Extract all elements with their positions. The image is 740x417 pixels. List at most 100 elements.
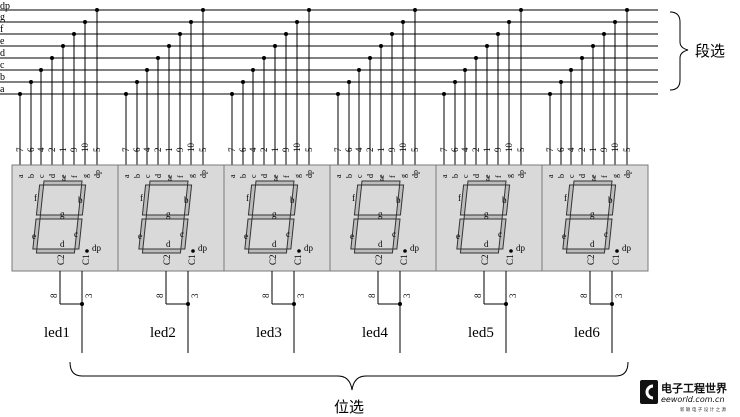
decimal-point (403, 249, 407, 253)
pin-letter-g: g (293, 174, 302, 178)
segment-label-dp: dp (92, 243, 102, 253)
pin-number-f: 9 (387, 147, 397, 152)
pin-letter-dp: dp (623, 170, 632, 178)
segment-label-d: d (166, 239, 171, 249)
segment-label-e: e (244, 231, 248, 241)
pin-letter-a: a (228, 174, 237, 178)
segment-label-g: g (166, 209, 171, 219)
common-label-c1: C1 (81, 254, 91, 265)
junction-dot (295, 20, 299, 24)
common-pin-number-8: 8 (49, 293, 59, 298)
segment-b (77, 184, 87, 216)
segment-g (251, 214, 291, 220)
bus-label-g: g (0, 12, 5, 23)
bus-labels: dp g f e d c b a (0, 1, 10, 95)
pin-letter-g: g (187, 174, 196, 178)
junction-dot (559, 80, 563, 84)
segment-f (353, 184, 363, 216)
junction-dot (201, 8, 205, 12)
bus-label-a: a (0, 84, 5, 95)
segment-label-g: g (484, 209, 489, 219)
logo-tagline: 新 颖 电 子 设 计 之 源 (680, 406, 727, 413)
segment-e (456, 218, 465, 250)
junction-dot (591, 44, 595, 48)
pin-letter-dp: dp (305, 170, 314, 178)
pin-number-b: 6 (132, 147, 142, 152)
pin-letter-c: c (143, 174, 152, 178)
pin-letter-b: b (557, 174, 566, 178)
junction-dot (625, 8, 629, 12)
bus-label-c: c (0, 60, 5, 71)
segment-label-f: f (564, 193, 567, 203)
segment-g (463, 214, 503, 220)
common-label-c1: C1 (293, 254, 303, 265)
decimal-point (509, 249, 513, 253)
junction-dot (189, 20, 193, 24)
common-label-c2: C2 (586, 254, 596, 265)
pin-number-a: 7 (15, 147, 25, 152)
segment-label-a: a (168, 173, 172, 183)
pin-letter-d: d (154, 174, 163, 178)
decimal-point (297, 249, 301, 253)
segment-d (565, 248, 606, 254)
common-label-c1: C1 (505, 254, 515, 265)
bus-label-d: d (0, 48, 5, 59)
pin-letter-e: e (165, 174, 174, 178)
segment-label-e: e (562, 231, 566, 241)
segment-label-b: b (608, 195, 613, 205)
pin-letter-e: e (589, 174, 598, 178)
junction-dot (398, 302, 402, 306)
pin-number-f: 9 (281, 147, 291, 152)
junction-dot (29, 80, 33, 84)
pin-number-b: 6 (450, 147, 460, 152)
junction-dot (167, 44, 171, 48)
junction-dot (347, 80, 351, 84)
pin-number-dp: 5 (410, 147, 420, 152)
pin-letter-dp: dp (93, 170, 102, 178)
segment-e (32, 218, 41, 250)
pin-number-f: 9 (69, 147, 79, 152)
junction-dot (610, 302, 614, 306)
junction-dot (80, 302, 84, 306)
segment-d (353, 248, 394, 254)
pin-number-f: 9 (599, 147, 609, 152)
common-pin-number-8: 8 (367, 293, 377, 298)
segment-label-b: b (290, 195, 295, 205)
pin-letter-a: a (440, 174, 449, 178)
segment-e (138, 218, 147, 250)
pin-number-g: 10 (186, 143, 196, 153)
pin-letter-a: a (334, 174, 343, 178)
logo-mark-c (645, 384, 654, 400)
pin-letter-a: a (122, 174, 131, 178)
bus-label-e: e (0, 36, 5, 47)
pin-number-d: 2 (365, 148, 375, 153)
pin-number-dp: 5 (622, 147, 632, 152)
pin-number-dp: 5 (198, 147, 208, 152)
segment-label-b: b (502, 195, 507, 205)
pin-number-g: 10 (292, 143, 302, 153)
segment-b (289, 184, 299, 216)
pin-number-f: 9 (493, 147, 503, 152)
junction-dot (135, 80, 139, 84)
pin-letter-f: f (494, 175, 503, 178)
common-pin-number-8: 8 (579, 293, 589, 298)
segment-label-dp: dp (410, 243, 420, 253)
pin-letter-c: c (355, 174, 364, 178)
segment-label-e: e (350, 231, 354, 241)
segment-label-a: a (486, 173, 490, 183)
pin-number-c: 4 (354, 147, 364, 152)
pin-letter-f: f (282, 175, 291, 178)
pin-letter-e: e (59, 174, 68, 178)
common-pin-number-8: 8 (155, 293, 165, 298)
junction-dot (95, 8, 99, 12)
pin-letter-f: f (70, 175, 79, 178)
junction-dot (413, 8, 417, 12)
pin-number-dp: 5 (92, 147, 102, 152)
led-label: led4 (362, 325, 388, 341)
segment-label-c: c (180, 229, 184, 239)
segment-c (286, 218, 295, 250)
junction-dot (273, 44, 277, 48)
